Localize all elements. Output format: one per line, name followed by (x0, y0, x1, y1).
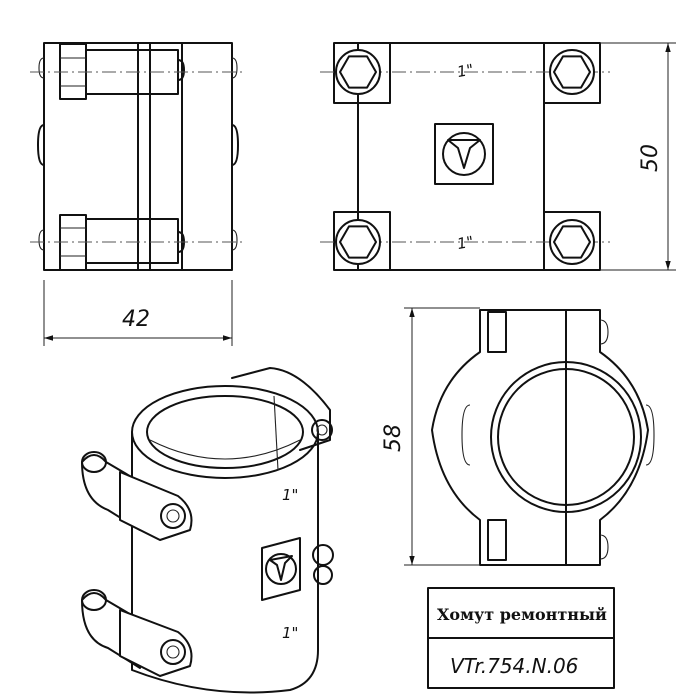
title-block: Хомут ремонтный VTr.754.N.06 (427, 587, 615, 689)
ring-height-dimension-label: 58 (381, 424, 406, 452)
side-view: 58 (381, 307, 655, 566)
width-dimension-label: 42 (122, 307, 150, 332)
valtec-logo-icon (261, 537, 301, 601)
iso-size-marking-bottom: 1" (282, 624, 298, 642)
isometric-view: 1" 1" (81, 367, 334, 694)
height-dimension-label: 50 (638, 144, 663, 172)
front-view: 42 (30, 42, 246, 346)
iso-size-marking-top: 1" (282, 486, 298, 504)
hex-bolt-icon (335, 219, 381, 265)
hex-bolt-icon (335, 49, 381, 95)
size-marking-bottom: 1" (456, 232, 475, 253)
hex-bolt-icon (549, 49, 595, 95)
size-marking-top: 1" (456, 60, 475, 81)
title-block-name: Хомут ремонтный (437, 605, 607, 624)
top-view: 1" 1" 50 (320, 42, 676, 271)
title-block-code: VTr.754.N.06 (450, 654, 578, 678)
hex-bolt-icon (549, 219, 595, 265)
valtec-logo-icon (434, 123, 494, 185)
